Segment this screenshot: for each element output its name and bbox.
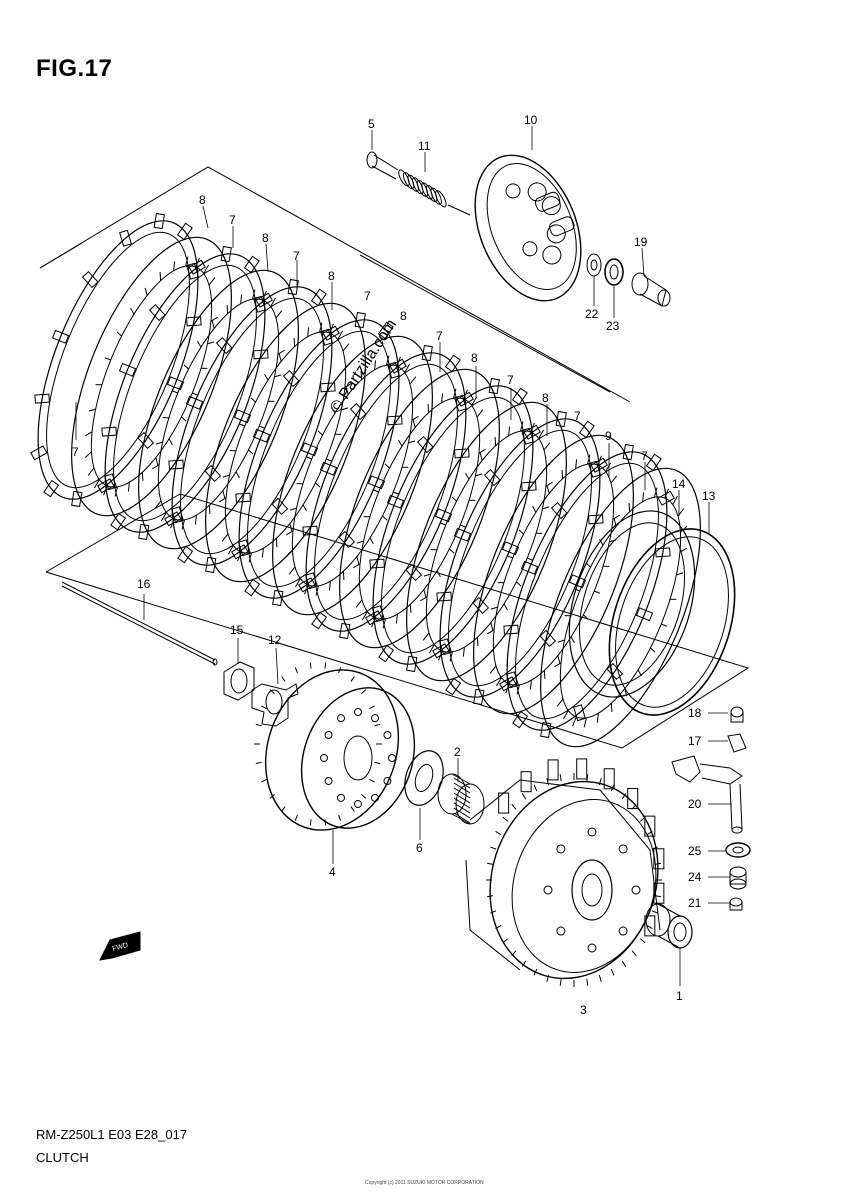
callout-11: 11 (418, 139, 431, 153)
driven-plate (138, 269, 299, 550)
callout-6: 6 (416, 841, 423, 855)
thrust-washer-6 (404, 750, 444, 806)
hub-nut-15 (223, 661, 255, 701)
callout-3: 3 (580, 1003, 587, 1017)
driven-plate (540, 467, 701, 748)
pressure-plate (474, 154, 582, 302)
callout-17: 17 (688, 734, 702, 748)
drive-plate (164, 278, 340, 574)
callout-7: 7 (72, 445, 79, 459)
needle-bearing-2 (437, 773, 485, 825)
bushing-1 (645, 903, 693, 949)
clutch-sleeve-hub-4 (254, 662, 416, 831)
callout-8: 8 (400, 309, 407, 323)
callout-8: 8 (199, 193, 206, 207)
callout-7: 7 (436, 329, 443, 343)
document-name: CLUTCH (36, 1150, 89, 1165)
clutch-plate-stack (30, 212, 701, 748)
callout-10: 10 (524, 113, 538, 127)
drive-plate (97, 245, 273, 541)
oil-seal-21 (729, 897, 743, 911)
clutch-spring-bolt (366, 151, 399, 180)
copyright-footer: Copyright (c) 2011 SUZUKI MOTOR CORPORAT… (365, 1180, 484, 1186)
callout-24: 24 (688, 870, 702, 884)
callout-7: 7 (293, 249, 300, 263)
callout-22: 22 (585, 307, 599, 321)
svg-text:FWD: FWD (112, 942, 129, 953)
callout-7: 7 (641, 449, 648, 463)
release-bushing-17 (727, 733, 747, 753)
figure-title: FIG.17 (36, 55, 113, 82)
bearing-24 (729, 866, 747, 890)
callout-7: 7 (364, 289, 371, 303)
callout-13: 13 (702, 489, 716, 503)
callout-8: 8 (262, 231, 269, 245)
wave-washer-13 (608, 528, 736, 716)
oil-seal-25 (725, 842, 751, 858)
callout-7: 7 (507, 373, 514, 387)
driven-plate (71, 236, 232, 517)
release-bolt-18 (730, 706, 744, 723)
lock-washer-12 (251, 683, 299, 727)
callout-25: 25 (688, 844, 702, 858)
driven-plate (406, 401, 567, 682)
callout-7: 7 (574, 409, 581, 423)
document-code: RM-Z250L1 E03 E28_017 (36, 1127, 188, 1142)
callout-21: 21 (688, 896, 702, 910)
release-shaft-20 (671, 755, 743, 834)
driven-plate (473, 434, 634, 715)
drive-plate (231, 311, 407, 607)
drive-plate (30, 212, 206, 508)
drive-plate (365, 377, 541, 673)
push-piece-19 (631, 272, 671, 307)
thrust-bearing-23 (604, 258, 624, 286)
callout-20: 20 (688, 797, 702, 811)
clutch-housing-3 (465, 758, 665, 987)
callout-4: 4 (329, 865, 336, 879)
drive-plate (298, 344, 474, 640)
driven-plate (272, 335, 433, 616)
callout-16: 16 (137, 577, 151, 591)
callout-labels: 5 11 10 19 22 23 8 7 8 7 8 7 8 7 8 7 8 7… (72, 113, 716, 1017)
callout-2: 2 (454, 745, 461, 759)
wave-washer-seat-14 (568, 510, 696, 698)
callout-12: 12 (268, 633, 282, 647)
callout-19: 19 (634, 235, 648, 249)
callout-5: 5 (368, 117, 375, 131)
callout-8: 8 (471, 351, 478, 365)
callout-9: 9 (605, 429, 612, 443)
callout-18: 18 (688, 706, 702, 720)
clutch-spring (398, 169, 447, 208)
callout-15: 15 (230, 623, 244, 637)
callout-8: 8 (542, 391, 549, 405)
callout-23: 23 (606, 319, 620, 333)
callout-1: 1 (676, 989, 683, 1003)
drive-plate (499, 443, 675, 739)
callout-14: 14 (672, 477, 686, 491)
push-rod-16 (61, 581, 218, 666)
washer-22 (586, 253, 602, 277)
driven-plate (205, 302, 366, 583)
callout-8: 8 (328, 269, 335, 283)
fwd-arrow-icon: FWD (99, 931, 141, 961)
callout-7: 7 (229, 213, 236, 227)
leader-lines (75, 126, 732, 986)
upper-frame (39, 166, 631, 403)
